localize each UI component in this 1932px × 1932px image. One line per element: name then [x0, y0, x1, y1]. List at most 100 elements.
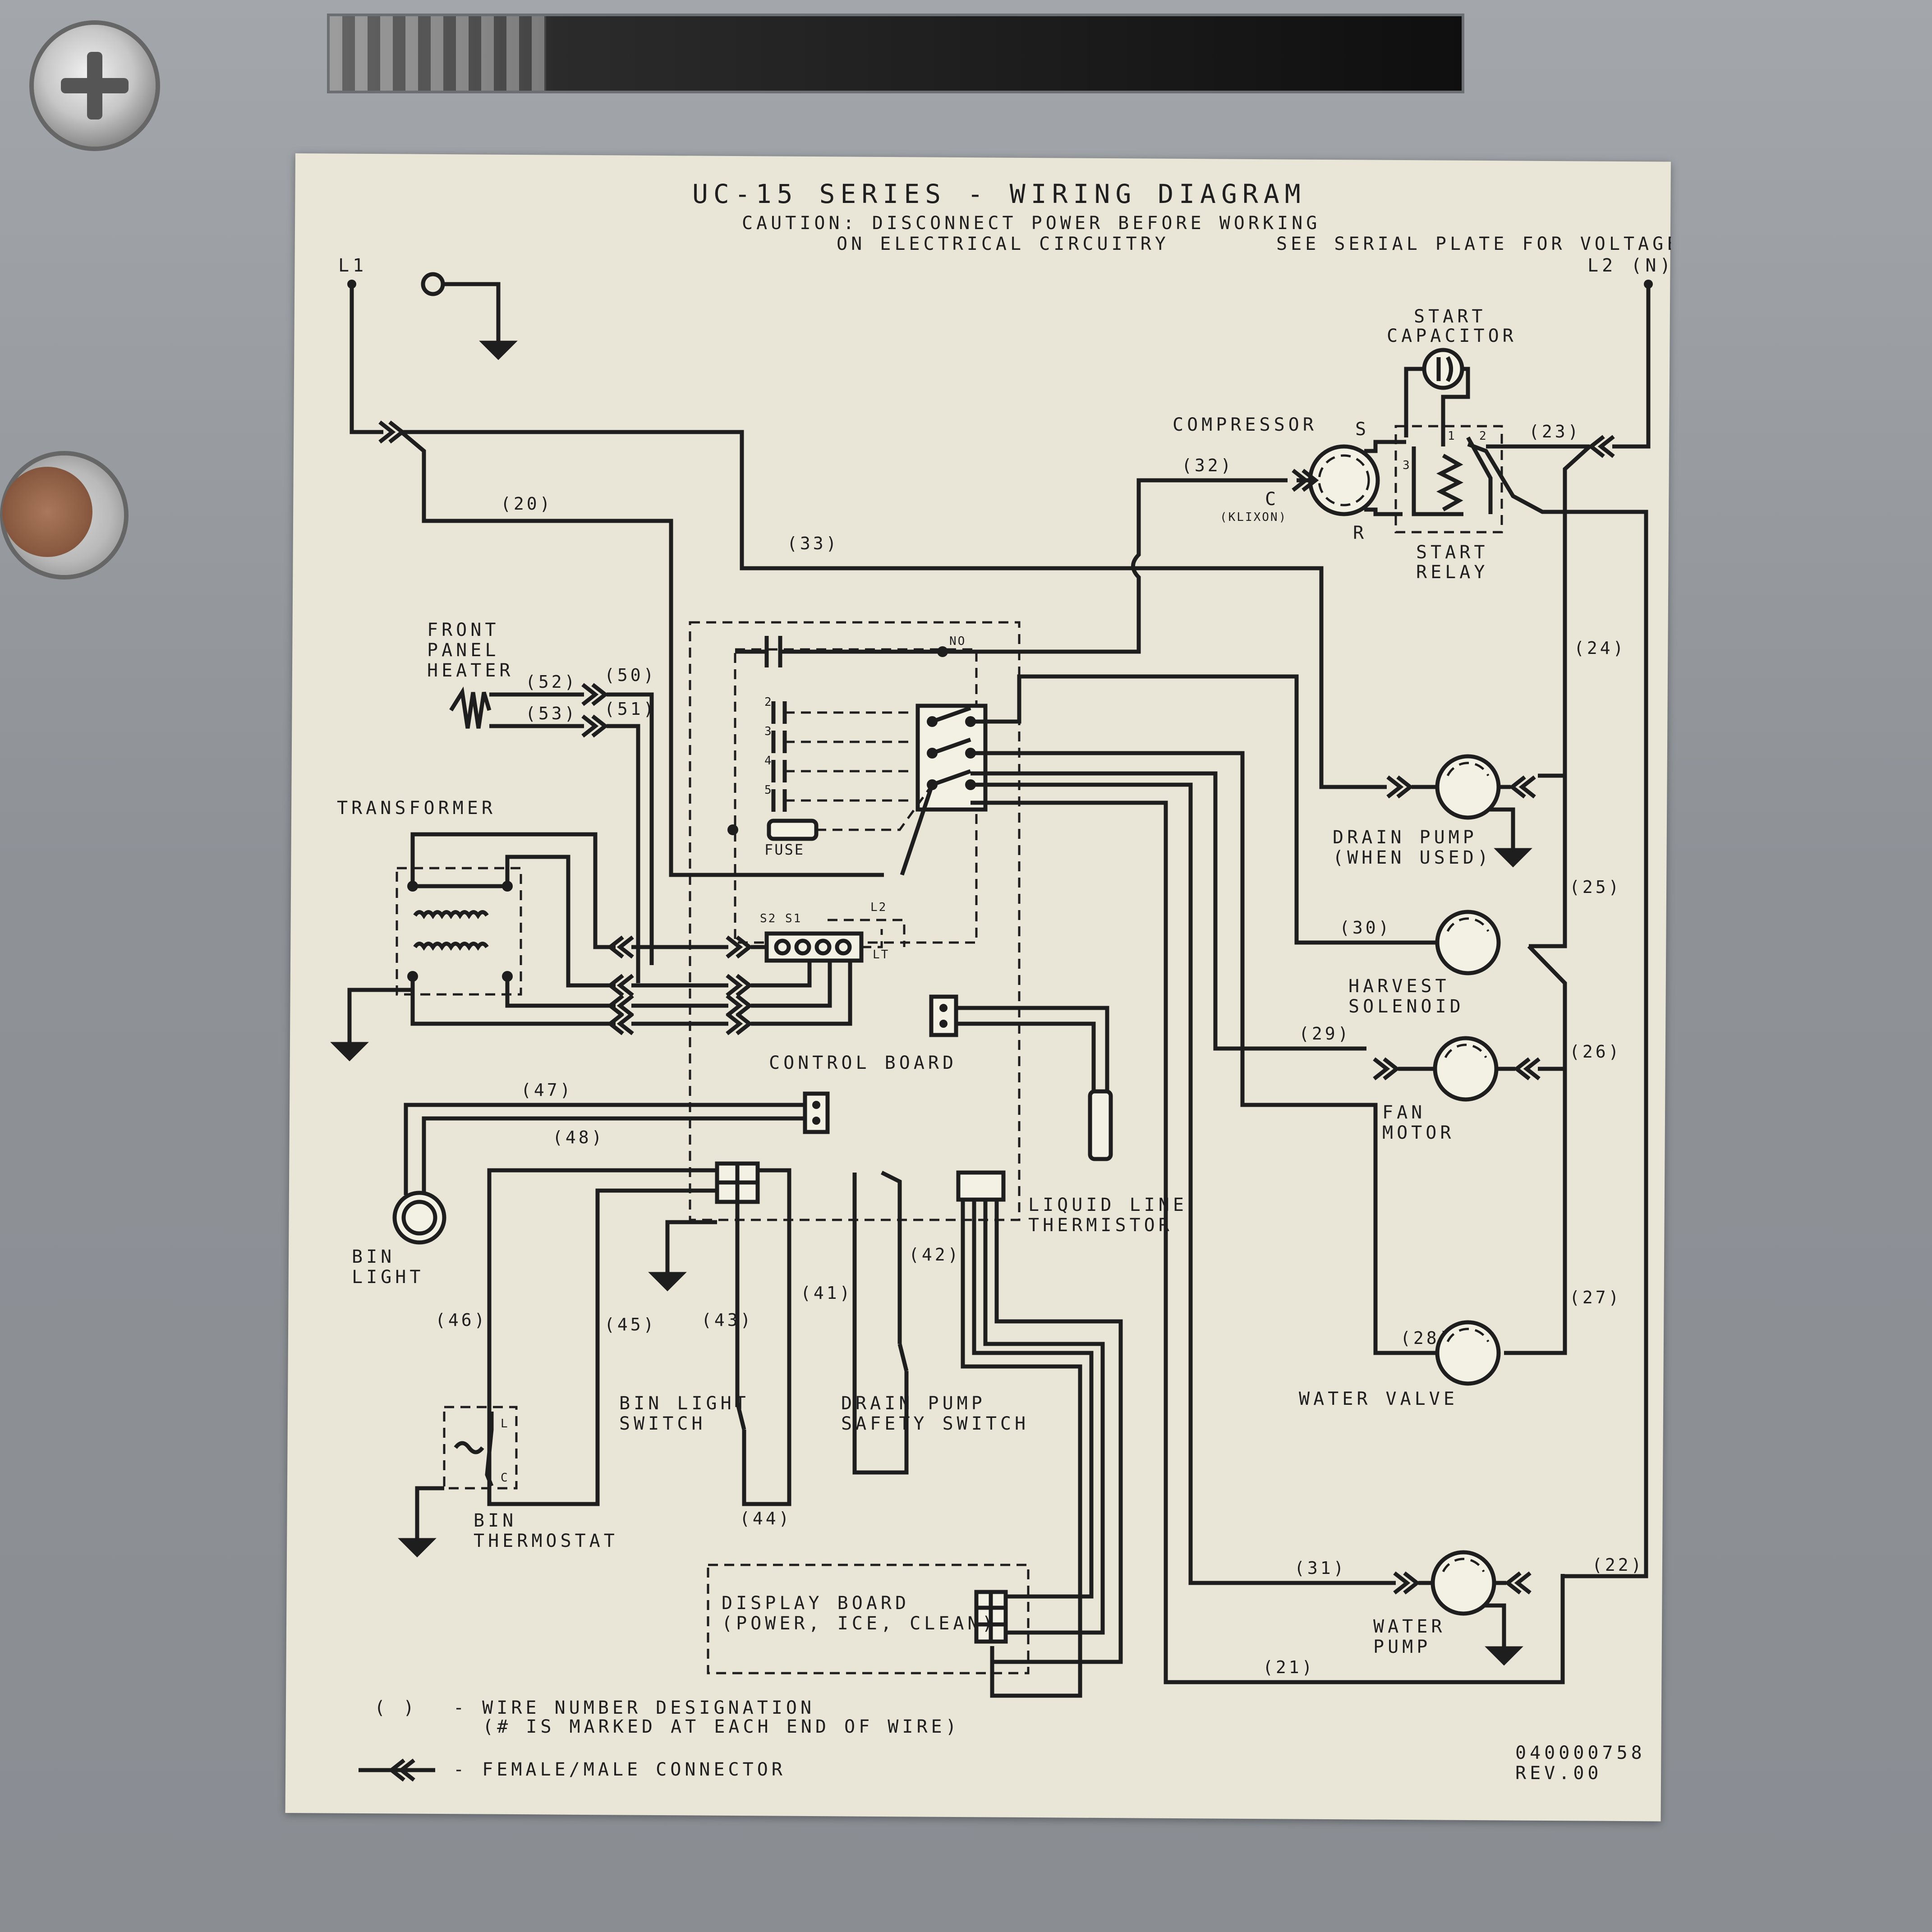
legend: ( ) - WIRE NUMBER DESIGNATION (# IS MARK…: [359, 1697, 960, 1780]
relay-pin-1: 1: [1448, 429, 1456, 443]
liquid-line-thermistor: LIQUID LINE THERMISTOR: [929, 994, 1187, 1236]
fan-motor-label-2: MOTOR: [1382, 1122, 1454, 1143]
bin-thermostat-label-2: THERMOSTAT: [474, 1531, 618, 1551]
legend-wire-number: - WIRE NUMBER DESIGNATION: [453, 1697, 815, 1718]
wire-41-label: (41): [800, 1283, 853, 1303]
terminal-l2: L2 (N): [1587, 255, 1671, 276]
screw-plug: [2, 467, 92, 557]
legend-connector: - FEMALE/MALE CONNECTOR: [453, 1759, 786, 1780]
board-term-lt: LT: [873, 948, 889, 961]
board-pos-5: 5: [764, 783, 773, 797]
compressor-klixon: (KLIXON): [1220, 511, 1287, 524]
water-valve-label: WATER VALVE: [1299, 1389, 1458, 1409]
l1-wiring: (20) (33): [347, 280, 1387, 877]
wire-31-label: (31): [1294, 1558, 1347, 1578]
wire-30-label: (30): [1339, 918, 1392, 938]
drain-pump-label-1: DRAIN PUMP: [1333, 827, 1477, 848]
wire-24-label: (24): [1574, 638, 1626, 658]
thermistor-label-2: THERMISTOR: [1028, 1215, 1173, 1236]
compressor-pin-r: R: [1353, 523, 1367, 543]
start-relay-label-1: START: [1416, 542, 1488, 563]
bin-light-switch-label-1: BIN LIGHT: [619, 1393, 750, 1414]
wire-32-label: (32): [1182, 455, 1234, 475]
wire-20-label: (20): [501, 494, 553, 514]
drain-pump-label-2: (WHEN USED): [1333, 847, 1492, 868]
compressor-pin-s: S: [1355, 419, 1370, 440]
bin-light-switch-label-2: SWITCH: [619, 1413, 706, 1434]
relay-pin-2: 2: [1479, 429, 1488, 443]
wire-27-label: (27): [1569, 1288, 1622, 1307]
drain-pump-safety-switch: (42) DRAIN PUMP SAFETY SWITCH: [841, 1170, 1029, 1475]
wire-52-label: (52): [525, 672, 578, 692]
start-relay: 1 2 3 START RELAY: [1394, 425, 1565, 583]
thermostat-pin-l: L: [501, 1417, 509, 1431]
plugged-screw-icon: [2, 455, 124, 575]
slot-highlight: [330, 16, 546, 91]
compressor-pin-c: C: [1265, 489, 1279, 510]
display-board-label-2: (POWER, ICE, CLEAN): [722, 1613, 997, 1634]
caution-line-1: CAUTION: DISCONNECT POWER BEFORE WORKING: [742, 213, 1320, 234]
water-pump: WATER PUMP: [1373, 1550, 1530, 1663]
heater-label-1: FRONT: [427, 620, 499, 640]
bin-light-label-1: BIN: [352, 1247, 395, 1267]
phillips-screw-icon: [34, 25, 156, 147]
wire-21-label: (21): [1263, 1657, 1315, 1677]
ground-symbol-main: [421, 272, 513, 357]
heater-label-3: HEATER: [427, 660, 514, 681]
board-pos-4: 4: [764, 754, 773, 768]
relay-pin-3: 3: [1403, 459, 1411, 472]
terminal-l1: L1: [338, 255, 367, 276]
drain-pump: DRAIN PUMP (WHEN USED): [1333, 754, 1535, 868]
wire-47-label: (47): [521, 1080, 573, 1100]
wire-22-label: (22): [1592, 1555, 1644, 1575]
display-board: DISPLAY BOARD (POWER, ICE, CLEAN): [707, 1170, 1123, 1698]
wire-50-label: (50): [604, 665, 657, 685]
legend-symbol: ( ): [374, 1697, 418, 1718]
wire-29-label: (29): [1299, 1024, 1351, 1044]
water-pump-label-1: WATER: [1373, 1616, 1445, 1637]
bin-light-switch: (46) (45) (43) (41) (44) BIN LIGHT SWITC…: [435, 1161, 853, 1528]
connector-legend-icon: [359, 1760, 435, 1780]
fuse-label: FUSE: [764, 841, 805, 858]
start-capacitor-label-1: START: [1414, 306, 1486, 327]
control-board: NO 2 3 4 5 FUSE (30) (29) (28) (31) (21)…: [689, 621, 1565, 1684]
caution-line-2: ON ELECTRICAL CIRCUITRY: [837, 234, 1169, 254]
fan-motor-label-1: FAN: [1382, 1102, 1426, 1123]
start-capacitor-label-2: CAPACITOR: [1387, 326, 1517, 346]
compressor: COMPRESSOR S C R (KLIXON) (32): [940, 414, 1406, 654]
bin-light: (47) (48) BIN LIGHT: [352, 1080, 830, 1288]
l2-wiring: (23) (22) (24) (25) (26) (27): [1486, 280, 1653, 1578]
voltage-note: SEE SERIAL PLATE FOR VOLTAGE: [1276, 234, 1671, 254]
start-relay-label-2: RELAY: [1416, 562, 1488, 583]
thermistor-label-1: LIQUID LINE: [1028, 1195, 1187, 1215]
wire-46-label: (46): [435, 1310, 488, 1330]
safety-switch-label-2: SAFETY SWITCH: [841, 1413, 1029, 1434]
wire-45-label: (45): [604, 1315, 657, 1334]
front-panel-heater: FRONT PANEL HEATER (52) (53) (50) (51): [427, 620, 657, 983]
safety-switch-label-1: DRAIN PUMP: [841, 1393, 986, 1414]
board-pos-3: 3: [764, 725, 773, 738]
legend-wire-number-note: (# IS MARKED AT EACH END OF WIRE): [483, 1716, 960, 1737]
control-board-label: CONTROL BOARD: [769, 1053, 957, 1073]
solenoid-label-2: SOLENOID: [1348, 996, 1464, 1017]
wire-26-label: (26): [1569, 1042, 1622, 1062]
vent-slot: [327, 14, 1464, 93]
wire-33-label: (33): [787, 534, 839, 553]
board-no-label: NO: [949, 635, 966, 648]
screw-slot-horizontal: [61, 78, 129, 93]
heater-label-2: PANEL: [427, 640, 499, 661]
bin-light-label-2: LIGHT: [352, 1267, 424, 1288]
wire-23-label: (23): [1529, 422, 1581, 442]
compressor-label: COMPRESSOR: [1173, 414, 1317, 435]
wiring-diagram: UC-15 SERIES - WIRING DIAGRAM CAUTION: D…: [295, 179, 1671, 1784]
part-number: 040000758: [1515, 1743, 1646, 1763]
thermostat-pin-c: C: [501, 1471, 509, 1485]
board-term-s2s1: S2 S1: [760, 912, 802, 925]
wire-48-label: (48): [552, 1127, 605, 1147]
diagram-title: UC-15 SERIES - WIRING DIAGRAM: [692, 179, 1306, 209]
wire-43-label: (43): [701, 1310, 754, 1330]
board-pos-2: 2: [764, 695, 773, 709]
bin-thermostat: L C BIN THERMOSTAT: [403, 1406, 618, 1555]
wire-25-label: (25): [1569, 877, 1622, 897]
